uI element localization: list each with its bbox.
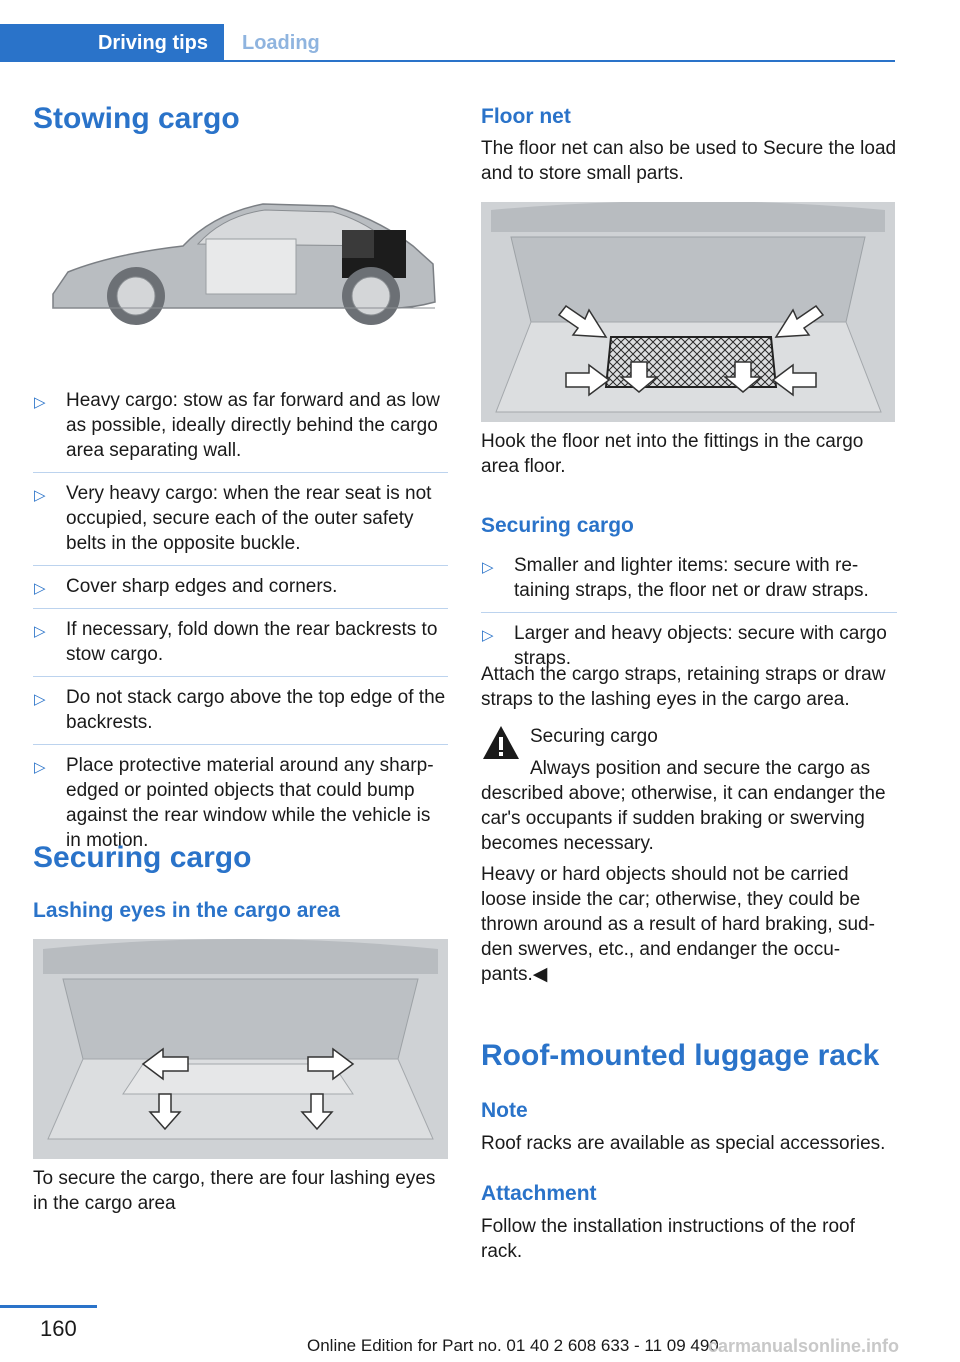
securing-cargo-heading: Securing cargo (481, 514, 634, 537)
stowing-bullet-list: ▷Heavy cargo: stow as far forward and as… (33, 388, 448, 870)
triangle-bullet-icon: ▷ (34, 580, 46, 597)
attachment-text: Follow the installation instructions of … (481, 1216, 855, 1262)
floor-net-text: The floor net can also be used to Secure… (481, 138, 897, 184)
edition-footer: Online Edition for Part no. 01 40 2 608 … (307, 1336, 719, 1355)
securing-cargo-title: Securing cargo (33, 841, 252, 874)
list-item: ▷Place protective material around any sh… (34, 755, 434, 851)
warning-text: Always position and secure the cargo as … (481, 758, 886, 854)
list-item: ▷Do not stack cargo above the top edge o… (33, 685, 448, 745)
header-rule (0, 60, 895, 62)
triangle-bullet-icon: ▷ (34, 487, 46, 504)
footer-rule (0, 1305, 97, 1308)
list-item: ▷If necessary, fold down the rear backre… (33, 617, 448, 677)
list-item: ▷Very heavy cargo: when the rear seat is… (33, 481, 448, 566)
heavy-objects-text: Heavy or hard objects should not be carr… (481, 864, 875, 985)
list-item: ▷Cover sharp edges and corners. (33, 574, 448, 609)
list-item: ▷Heavy cargo: stow as far forward and as… (33, 388, 448, 473)
triangle-bullet-icon: ▷ (34, 759, 46, 776)
roof-rack-title: Roof-mounted luggage rack (481, 1039, 880, 1072)
triangle-bullet-icon: ▷ (34, 691, 46, 708)
floor-net-image (481, 202, 895, 422)
triangle-bullet-icon: ▷ (34, 394, 46, 411)
cargo-area-illustration-icon (33, 939, 448, 1159)
attachment-heading: Attachment (481, 1182, 597, 1205)
floor-net-heading: Floor net (481, 105, 571, 128)
car-illustration (33, 184, 448, 354)
warning-icon (481, 723, 521, 763)
triangle-bullet-icon: ▷ (34, 623, 46, 640)
watermark: carmanualsonline.info (708, 1336, 900, 1356)
note-heading: Note (481, 1099, 528, 1122)
floor-net-illustration-icon (481, 202, 895, 422)
floor-net-hook-text: Hook the floor net into the fittings in … (481, 431, 864, 477)
list-item: ▷Larger and heavy objects: secure with c… (482, 623, 887, 669)
tab-loading[interactable]: Loading (242, 31, 320, 54)
attach-straps-text: Attach the cargo straps, retaining strap… (481, 664, 886, 710)
car-side-view-icon (52, 203, 436, 325)
note-text: Roof racks are available as special acce… (481, 1133, 886, 1154)
warning-title: Securing cargo (530, 726, 658, 747)
triangle-bullet-icon: ▷ (482, 559, 494, 576)
lashing-eyes-heading: Lashing eyes in the cargo area (33, 899, 340, 922)
page-number: 160 (40, 1316, 77, 1341)
triangle-bullet-icon: ▷ (482, 627, 494, 644)
securing-bullet-list: ▷Smaller and lighter items: secure with … (481, 553, 897, 671)
stowing-cargo-title: Stowing cargo (33, 102, 240, 135)
lashing-eyes-text: To secure the cargo, there are four lash… (33, 1168, 436, 1214)
list-item: ▷Smaller and lighter items: secure with … (481, 553, 897, 613)
tab-driving-tips[interactable]: Driving tips (0, 24, 224, 62)
page-header: Driving tips Loading (0, 24, 895, 62)
cargo-area-lashing-image (33, 939, 448, 1159)
